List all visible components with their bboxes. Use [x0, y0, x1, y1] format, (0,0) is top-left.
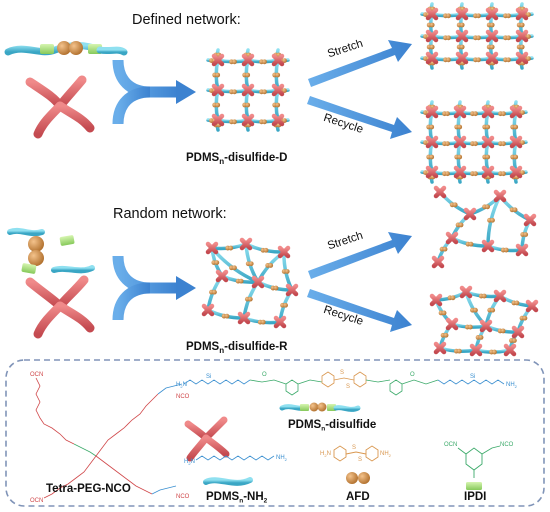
pdms-nh2-nh2: NH2	[276, 455, 288, 462]
pdms-disulfide-structure	[183, 371, 505, 396]
ipdi-ocn: OCN	[444, 442, 457, 448]
recycle-arrow-top	[307, 96, 412, 139]
pdms-disulfide-chain-reagent	[4, 41, 128, 56]
defined-network-stretched	[420, 2, 534, 70]
legend-nh2-left: H2N	[176, 382, 187, 389]
ocn-label-2: OCN	[30, 498, 43, 504]
ipdi-label: IPDI	[464, 491, 486, 503]
ipdi-nco: NCO	[500, 442, 514, 448]
tetra-peg-nco-structure	[35, 377, 183, 499]
afd-h2n: H2N	[320, 451, 331, 458]
pdms-disulfide-d-label: PDMSn-disulfide-D	[186, 152, 287, 166]
stretch-arrow-middle	[308, 232, 412, 279]
legend-s-1: S	[340, 370, 344, 376]
ocn-label-1: OCN	[30, 372, 43, 378]
pdms-disulfide-icon	[279, 402, 361, 412]
merge-arrow-top	[112, 59, 196, 125]
afd-structure	[333, 445, 379, 462]
ipdi-icon	[466, 482, 482, 490]
random-network-heading: Random network:	[113, 206, 227, 222]
pdms-nh2-structure	[195, 455, 275, 461]
legend-crosslinker-icon	[184, 416, 230, 462]
pdms-disulfide-label: PDMSn-disulfide	[288, 419, 376, 433]
random-network-stretched	[431, 185, 537, 269]
legend-dashed-box	[5, 359, 545, 507]
afd-nh2: NH2	[380, 451, 392, 458]
random-network-recycled	[429, 285, 539, 357]
pdms-nh2-label: PDMSn-NH2	[206, 491, 268, 505]
afd-s-2: S	[358, 457, 362, 463]
stretch-label-middle: Stretch	[326, 230, 364, 253]
tetra-peg-nco-label: Tetra-PEG-NCO	[46, 483, 131, 495]
pdms-disulfide-r-label: PDMSn-disulfide-R	[186, 341, 288, 355]
nco-label-2: NCO	[176, 494, 190, 500]
recycle-arrow-middle	[307, 289, 412, 332]
legend-nh2-right: NH2	[506, 382, 518, 389]
merge-arrow-middle	[112, 255, 196, 321]
tetra-peg-crosslinker-reagent	[25, 75, 95, 139]
afd-icon	[346, 472, 370, 484]
pdms-nh2-h2n: H2N	[184, 459, 195, 466]
ipdi-structure	[457, 445, 501, 478]
defined-network-recycled	[420, 100, 528, 184]
pdms-nh2-icon	[203, 477, 253, 486]
afd-s-1: S	[352, 445, 356, 451]
stretch-arrow-top	[308, 40, 412, 87]
legend-o-1: O	[262, 372, 267, 378]
legend-s-2: S	[346, 384, 350, 390]
nco-label-1: NCO	[176, 394, 190, 400]
legend-si-1: Si	[206, 374, 211, 380]
afd-label: AFD	[346, 491, 370, 503]
random-reagents	[7, 227, 95, 339]
legend-si-2: Si	[470, 374, 475, 380]
random-network-product	[201, 237, 299, 329]
legend-o-2: O	[410, 372, 415, 378]
stretch-label-top: Stretch	[326, 38, 364, 61]
defined-network-heading: Defined network:	[132, 12, 241, 28]
defined-network-product	[206, 48, 290, 132]
